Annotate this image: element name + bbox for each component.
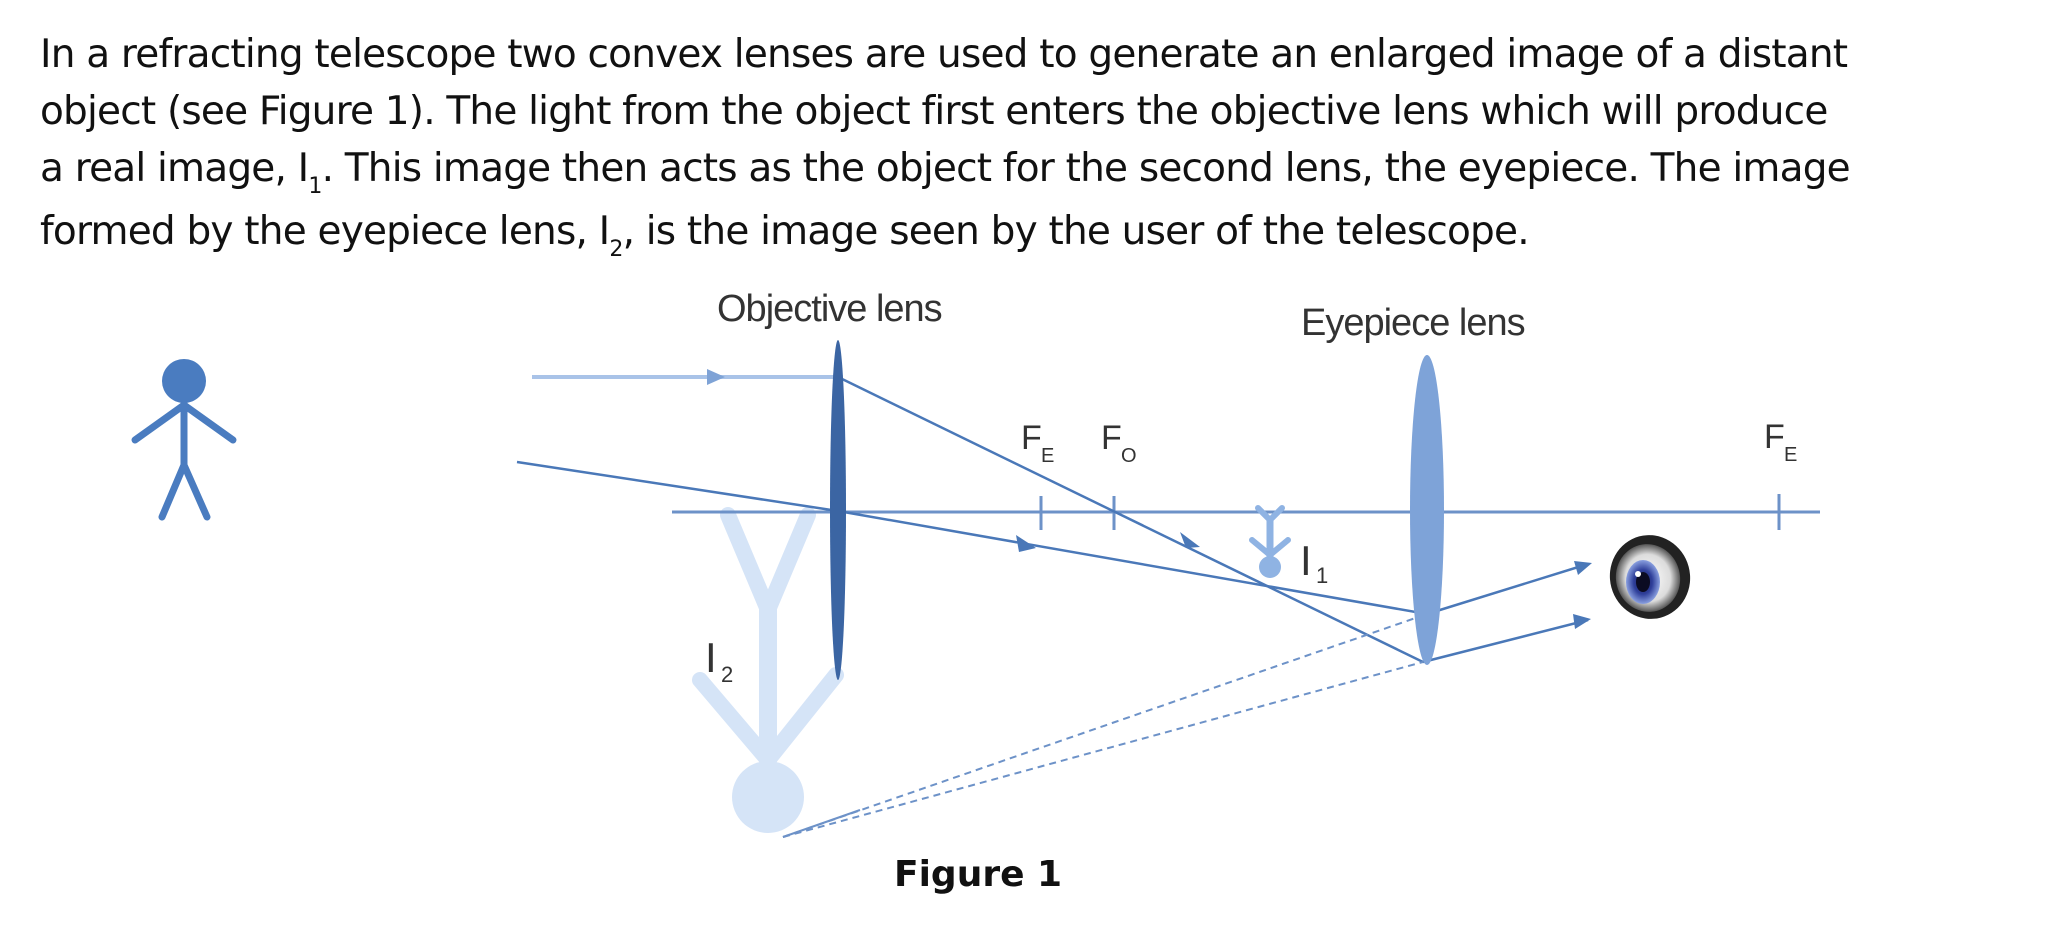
- focal-label-fe-right-main: F: [1764, 418, 1785, 456]
- emergent-ray-upper: [1426, 562, 1589, 616]
- dashed-ray-lower: [782, 661, 1424, 838]
- stick-figure-object-icon: [131, 359, 237, 521]
- refracted-ray-middle: [837, 509, 1428, 616]
- image2-label: I 2: [705, 634, 733, 687]
- focal-label-fe-left-main: F: [1021, 419, 1042, 457]
- virtual-ray-traces: [782, 613, 1428, 838]
- eye-icon: [1609, 535, 1691, 619]
- paragraph-line-1: In a refracting telescope two convex len…: [40, 32, 1848, 77]
- arrow-refracted-middle: [1016, 535, 1036, 552]
- image1-subscript: 1: [308, 174, 322, 199]
- image2-subscript: 2: [609, 237, 623, 262]
- focal-label-fe-left: F E: [1021, 419, 1054, 467]
- virtual-image-i2: [692, 507, 844, 833]
- eyepiece-lens: [1410, 355, 1444, 665]
- focal-label-fo-sub: O: [1121, 445, 1137, 467]
- focal-label-fe-left-sub: E: [1041, 445, 1054, 467]
- image1-label: I 1: [1300, 537, 1328, 588]
- paragraph-line-3-end: . This image then acts as the object for…: [321, 146, 1851, 191]
- arrow-incoming-parallel: [707, 369, 725, 385]
- incoming-oblique-ray: [516, 460, 839, 513]
- paragraph-line-4-end: , is the image seen by the user of the t…: [622, 209, 1530, 254]
- description-paragraph: In a refracting telescope two convex len…: [40, 26, 2000, 266]
- image2-label-sub: 2: [721, 662, 733, 687]
- eyepiece-lens-label: Eyepiece lens: [1301, 302, 1525, 344]
- ray-arrows: [707, 369, 1592, 629]
- emergent-ray-lower: [1422, 618, 1589, 664]
- arrow-refracted-top: [1180, 532, 1200, 548]
- paragraph-line-4-start: formed by the eyepiece lens, I: [40, 209, 610, 254]
- image1-label-sub: 1: [1316, 563, 1328, 588]
- paragraph-line-3-start: a real image, I: [40, 146, 309, 191]
- image2-label-main: I: [705, 634, 717, 681]
- light-rays: [516, 375, 1589, 664]
- objective-lens-label: Objective lens: [717, 288, 942, 330]
- focal-label-fe-right: F E: [1764, 418, 1797, 466]
- paragraph-line-2: object (see Figure 1). The light from th…: [40, 89, 1828, 134]
- refracted-ray-top: [837, 375, 1424, 664]
- arrow-emergent-lower: [1573, 614, 1591, 629]
- paragraph-line-4: formed by the eyepiece lens, I2, is the …: [40, 203, 2000, 266]
- image1-label-main: I: [1300, 537, 1312, 584]
- focal-label-fe-right-sub: E: [1784, 444, 1797, 466]
- real-image-i1: [1249, 505, 1291, 578]
- arrow-emergent-upper: [1574, 561, 1592, 575]
- figure-caption: Figure 1: [894, 854, 1062, 895]
- focal-label-fo-main: F: [1101, 419, 1122, 457]
- focal-label-fo: F O: [1101, 419, 1137, 467]
- paragraph-line-3: a real image, I1. This image then acts a…: [40, 140, 2000, 203]
- objective-lens: [830, 340, 846, 680]
- virtual-ray-base: [782, 809, 861, 838]
- dashed-ray-upper: [782, 613, 1428, 838]
